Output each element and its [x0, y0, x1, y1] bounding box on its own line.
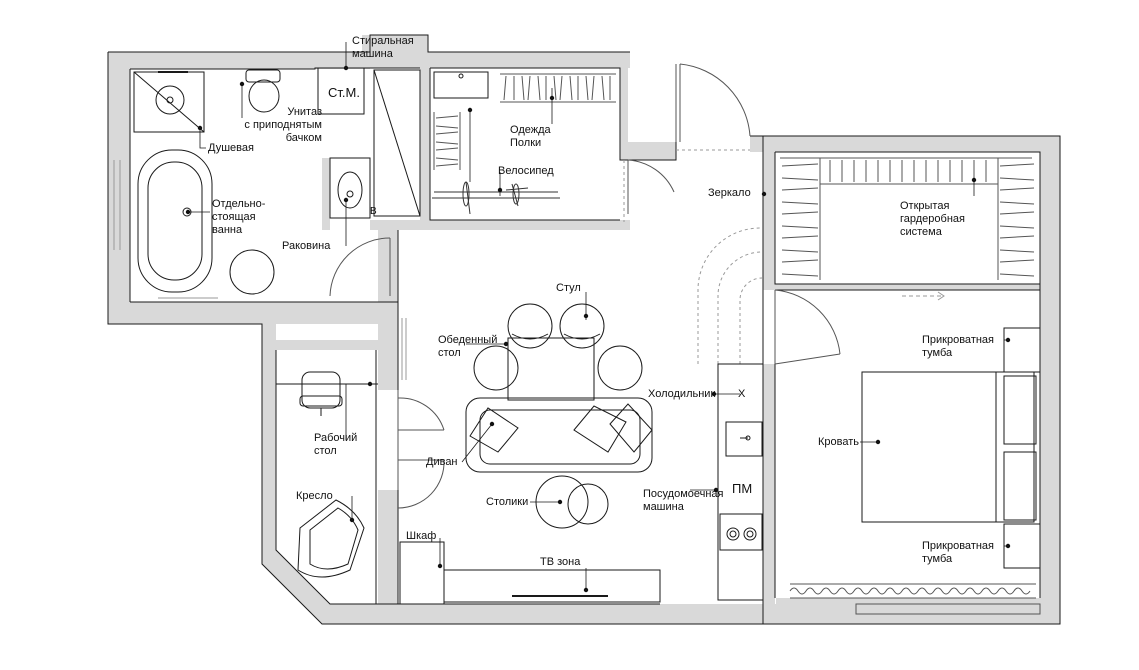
label-fridge-mark: Х [738, 388, 746, 400]
wardrobe-fixtures [780, 157, 1035, 301]
label-cabinet: Шкаф [406, 530, 437, 542]
leader-lines [188, 42, 1008, 590]
hall-curved-wall [697, 227, 763, 364]
label-chair: Стул [556, 282, 581, 294]
leader-dots [185, 65, 1011, 593]
label-mirror: Зеркало [708, 187, 751, 199]
closet-fixtures [432, 71, 616, 215]
label-armchair: Кресло [296, 490, 333, 502]
label-washer-tag: Ст.М. [328, 85, 360, 100]
bathroom-fixtures [133, 67, 421, 297]
label-desk: Рабочий стол [314, 432, 358, 457]
label-fridge: Холодильник [648, 388, 716, 400]
label-nightstand-top: Прикроватная тумба [922, 334, 994, 359]
wall-outlines [107, 34, 1061, 625]
label-nightstand-bottom: Прикроватная тумба [922, 540, 994, 565]
label-bathtub: Отдельно- стоящая ванна [212, 198, 266, 236]
label-toilet: Унитаз с приподнятым бачком [244, 106, 322, 144]
label-tv-zone: ТВ зона [540, 556, 581, 568]
label-b-mark: В [370, 206, 377, 217]
bedroom-fixtures [789, 327, 1041, 615]
kitchen-fixtures [717, 363, 764, 601]
label-dishwasher: Посудомоечная машина [643, 488, 724, 513]
label-dishwasher-mark: ПМ [732, 481, 753, 496]
label-dining-table: Обеденный стол [438, 334, 498, 359]
walls [108, 35, 1060, 624]
label-wardrobe: Открытая гардеробная система [900, 200, 965, 238]
living-room-fixtures [397, 303, 661, 605]
label-clothes: Одежда Полки [510, 124, 551, 149]
label-washer: Стиральная машина [352, 35, 414, 60]
entrance-door [675, 63, 751, 151]
label-tables: Столики [486, 496, 529, 508]
label-bed: Кровать [818, 436, 860, 448]
label-bicycle: Велосипед [498, 165, 554, 177]
bedroom-door [774, 289, 841, 365]
label-shower: Душевая [208, 142, 254, 154]
closet-door [623, 159, 675, 222]
label-sofa: Диван [426, 456, 458, 468]
label-sink: Раковина [282, 240, 331, 252]
